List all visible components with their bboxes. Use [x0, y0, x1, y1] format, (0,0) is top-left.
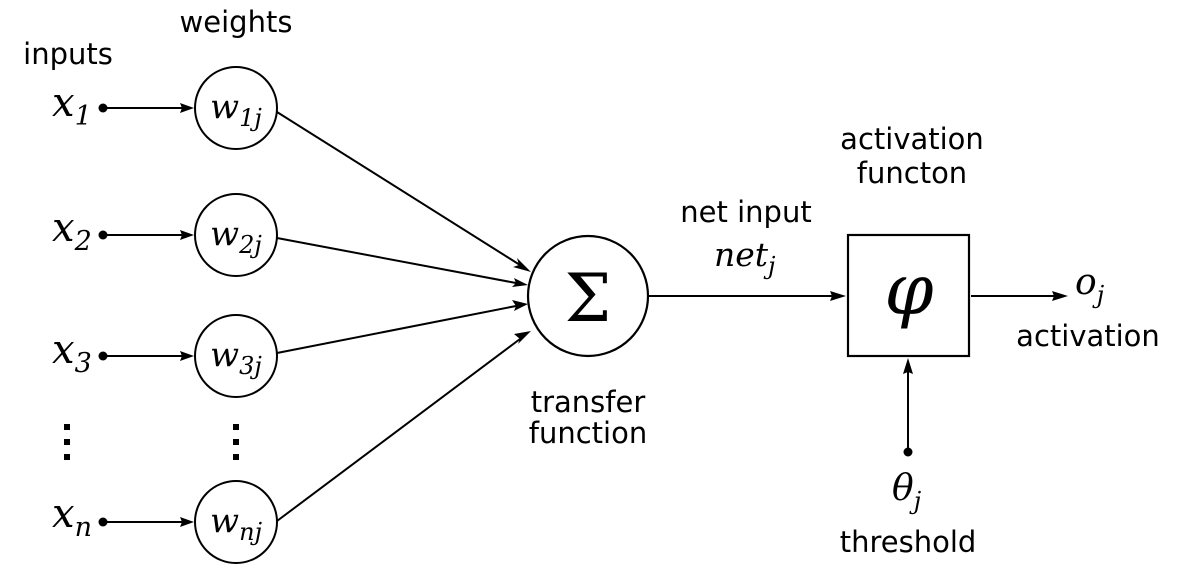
- connection-w2j-sum: [276, 237, 517, 284]
- connection-w3j-sum: [276, 305, 517, 354]
- connection-w2j-arrowhead: [512, 278, 528, 287]
- inputs-label: inputs: [23, 37, 113, 71]
- weights-label: weights: [180, 5, 293, 39]
- weight-node-1: [194, 66, 278, 150]
- input-row-3: x3 w3j: [52, 314, 278, 398]
- activation-function-label-line2: functon: [857, 156, 967, 190]
- input-x1-arrowhead: [180, 103, 194, 113]
- output-oj-label: oj: [1075, 262, 1105, 309]
- net-input-arrowhead: [830, 291, 846, 301]
- transfer-function-label-line2: function: [529, 416, 647, 450]
- transfer-function-label-line1: transfer: [531, 385, 646, 419]
- activation-output-label: activation: [1016, 319, 1160, 353]
- net-input-label: net input: [680, 195, 811, 229]
- input-row-n: xn wnj: [52, 480, 278, 564]
- weight-w1j-label: w1j: [210, 87, 262, 132]
- input-x2-arrowhead: [180, 230, 194, 240]
- sigma-symbol: Σ: [565, 260, 612, 337]
- input-x3-arrowhead: [180, 351, 194, 361]
- weights-ellipsis: [233, 424, 239, 460]
- weight-w2j-label: w2j: [210, 214, 262, 259]
- weight-node-n: [194, 480, 278, 564]
- activation-function-label-line1: activation: [840, 122, 984, 156]
- weight-w3j-label: w3j: [210, 335, 262, 380]
- activation-function-box: [846, 233, 971, 358]
- input-xn-arrowhead: [180, 517, 194, 527]
- output-arrowhead: [1052, 291, 1068, 301]
- connection-wnj-sum: [276, 338, 521, 522]
- weight-to-sum-connections: [276, 111, 531, 522]
- input-x3-label: x3: [52, 327, 92, 379]
- input-row-2: x2 w2j: [52, 193, 278, 277]
- theta-j-label: θj: [892, 468, 922, 515]
- phi-symbol: φ: [884, 249, 933, 331]
- threshold-dot: [903, 447, 913, 457]
- threshold-label: threshold: [840, 525, 977, 559]
- connection-w1j-sum: [276, 111, 521, 266]
- input-x1-label: x1: [52, 80, 92, 132]
- weight-wnj-label: wnj: [210, 501, 263, 546]
- input-row-1: x1 w1j: [52, 66, 278, 150]
- input-xn-label: xn: [52, 491, 92, 543]
- inputs-ellipsis: [64, 424, 70, 460]
- net-j-label: netj: [714, 235, 776, 280]
- weight-node-2: [194, 193, 278, 277]
- threshold-arrowhead: [903, 358, 913, 374]
- connection-w3j-arrowhead: [512, 300, 528, 311]
- weight-node-3: [194, 314, 278, 398]
- input-x2-label: x2: [52, 205, 92, 257]
- connection-wnj-arrowhead: [514, 331, 531, 344]
- connection-w1j-arrowhead: [513, 258, 531, 272]
